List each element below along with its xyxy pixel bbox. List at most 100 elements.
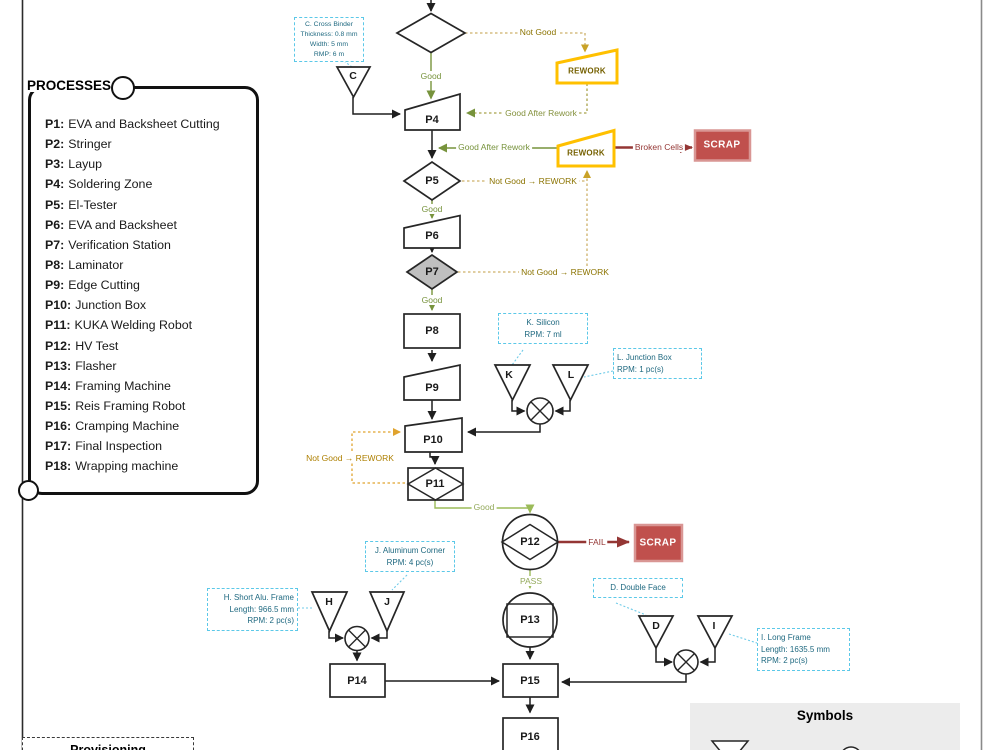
triangle-h-label: H <box>325 596 333 608</box>
p10-shape <box>404 417 463 453</box>
leader-note-j <box>391 574 408 591</box>
process-list-item: P18:Wrapping machine <box>45 459 179 474</box>
p5-label: P5 <box>425 175 439 187</box>
note-k: K. Silicon RPM: 7 ml <box>498 313 588 345</box>
p9-shape <box>403 363 461 401</box>
triangle-h <box>310 591 349 634</box>
p14-rect <box>329 663 386 698</box>
p5-diamond <box>402 160 462 202</box>
note-l: L. Junction Box RPM: 1 pc(s) <box>613 348 702 380</box>
process-list-item: P16:Cramping Machine <box>45 419 180 434</box>
p5-not-good-label: Not Good → REWORK <box>487 176 579 186</box>
provisioning-legend-title: Provisioning <box>70 743 146 750</box>
p13-label: P13 <box>520 614 540 626</box>
connector-merge-p10 <box>467 424 541 437</box>
process-list-item: P5:El-Tester <box>45 197 118 212</box>
p13-circle <box>502 592 558 648</box>
note-d: D. Double Face <box>593 578 683 598</box>
panel-title-patch <box>24 80 114 92</box>
p12-label: P12 <box>520 536 540 548</box>
leader-note-k <box>511 349 524 366</box>
process-list-item: P11:KUKA Welding Robot <box>45 318 193 333</box>
process-list: P1:EVA and Backsheet Cutting P2:Stringer… <box>45 114 220 477</box>
leader-note-l <box>583 370 614 378</box>
p7-not-good-label: Not Good → REWORK <box>519 267 611 277</box>
triangle-d <box>637 615 675 650</box>
p8-label: P8 <box>425 325 439 337</box>
good-p11-label: Good <box>471 502 497 512</box>
good-after-rework-2-label: Good After Rework <box>456 142 532 152</box>
triangle-i <box>696 615 734 650</box>
connector-p10-p11 <box>429 452 440 465</box>
note-h: H. Short Alu. Frame Length: 966.5 mm RPM… <box>207 588 298 631</box>
p6-shape <box>403 214 461 249</box>
rework-2-shape <box>556 128 616 168</box>
scrap-2-label: SCRAP <box>639 537 677 549</box>
legend-triangle-symbol <box>710 740 750 750</box>
p9-label: P9 <box>425 382 439 394</box>
decision-diamond-top <box>395 12 467 54</box>
rework-1-label: REWORK <box>568 66 606 76</box>
p4-shape <box>404 92 461 131</box>
good-after-rework-1-label: Good After Rework <box>503 108 579 118</box>
connector-p7-rework <box>458 170 591 273</box>
triangle-k-label: K <box>505 369 513 381</box>
rework-1-shape <box>555 48 619 85</box>
p16-label: P16 <box>520 731 540 743</box>
note-c: C. Cross Binder Thickness: 0.8 mm Width:… <box>294 17 364 63</box>
p16-rect <box>502 717 559 750</box>
process-list-item: P7:Verification Station <box>45 237 171 252</box>
scrap-1-box <box>693 129 752 162</box>
provisioning-legend-box <box>22 737 194 750</box>
process-list-item: P4:Soldering Zone <box>45 177 153 192</box>
p15-label: P15 <box>520 675 540 687</box>
process-list-item: P3:Layup <box>45 157 103 172</box>
connector-l-merge <box>554 400 571 416</box>
merge-cross-kl <box>530 401 550 421</box>
good-p7-label: Good <box>419 295 445 305</box>
p12-diamond <box>500 523 560 561</box>
scrap-1-label: SCRAP <box>703 139 741 151</box>
connector-c-p4 <box>352 97 401 119</box>
p8-rect <box>403 313 461 349</box>
connector-i-merge <box>699 648 716 667</box>
process-list-item: P2:Stringer <box>45 137 112 152</box>
good-top-label: Good <box>418 71 444 81</box>
triangle-c <box>335 66 372 99</box>
broken-cells-label: Broken Cells <box>632 142 686 152</box>
note-i: I. Long Frame Length: 1635.5 mm RPM: 2 p… <box>757 628 850 671</box>
p7-label: P7 <box>425 266 439 278</box>
p11-diamond <box>406 467 465 501</box>
processes-panel-title: PROCESSES <box>27 78 112 93</box>
triangle-c-label: C <box>349 70 357 82</box>
leader-note-d <box>615 602 647 616</box>
triangle-l-label: L <box>567 369 575 381</box>
connector-p11-rework-loop <box>351 428 405 484</box>
p6-label: P6 <box>425 230 439 242</box>
panel-connector-circle-top <box>111 76 135 100</box>
process-list-item: P6:EVA and Backsheet <box>45 217 177 232</box>
leader-note-i <box>728 633 758 644</box>
triangle-k <box>493 364 532 402</box>
process-list-item: P10:Junction Box <box>45 298 147 313</box>
process-list-item: P15:Reis Framing Robot <box>45 398 186 413</box>
p14-label: P14 <box>347 675 367 687</box>
p11-label: P11 <box>425 478 445 490</box>
scrap-2-box <box>633 523 684 563</box>
connector-h-merge <box>328 631 344 643</box>
merge-cross-hj <box>348 629 366 648</box>
triangle-j <box>368 591 406 634</box>
connector-notgood-top <box>465 32 589 53</box>
good-p5-label: Good <box>419 204 445 214</box>
process-list-item: P8:Laminator <box>45 257 124 272</box>
p13-rect <box>506 603 554 638</box>
triangle-d-label: D <box>652 620 660 632</box>
process-list-item: P17:Final Inspection <box>45 439 162 454</box>
process-list-item: P9:Edge Cutting <box>45 278 140 293</box>
triangle-i-label: I <box>712 620 716 632</box>
pass-label: PASS <box>517 576 545 586</box>
process-list-item: P12:HV Test <box>45 338 119 353</box>
connector-merge-p15 <box>561 674 687 687</box>
